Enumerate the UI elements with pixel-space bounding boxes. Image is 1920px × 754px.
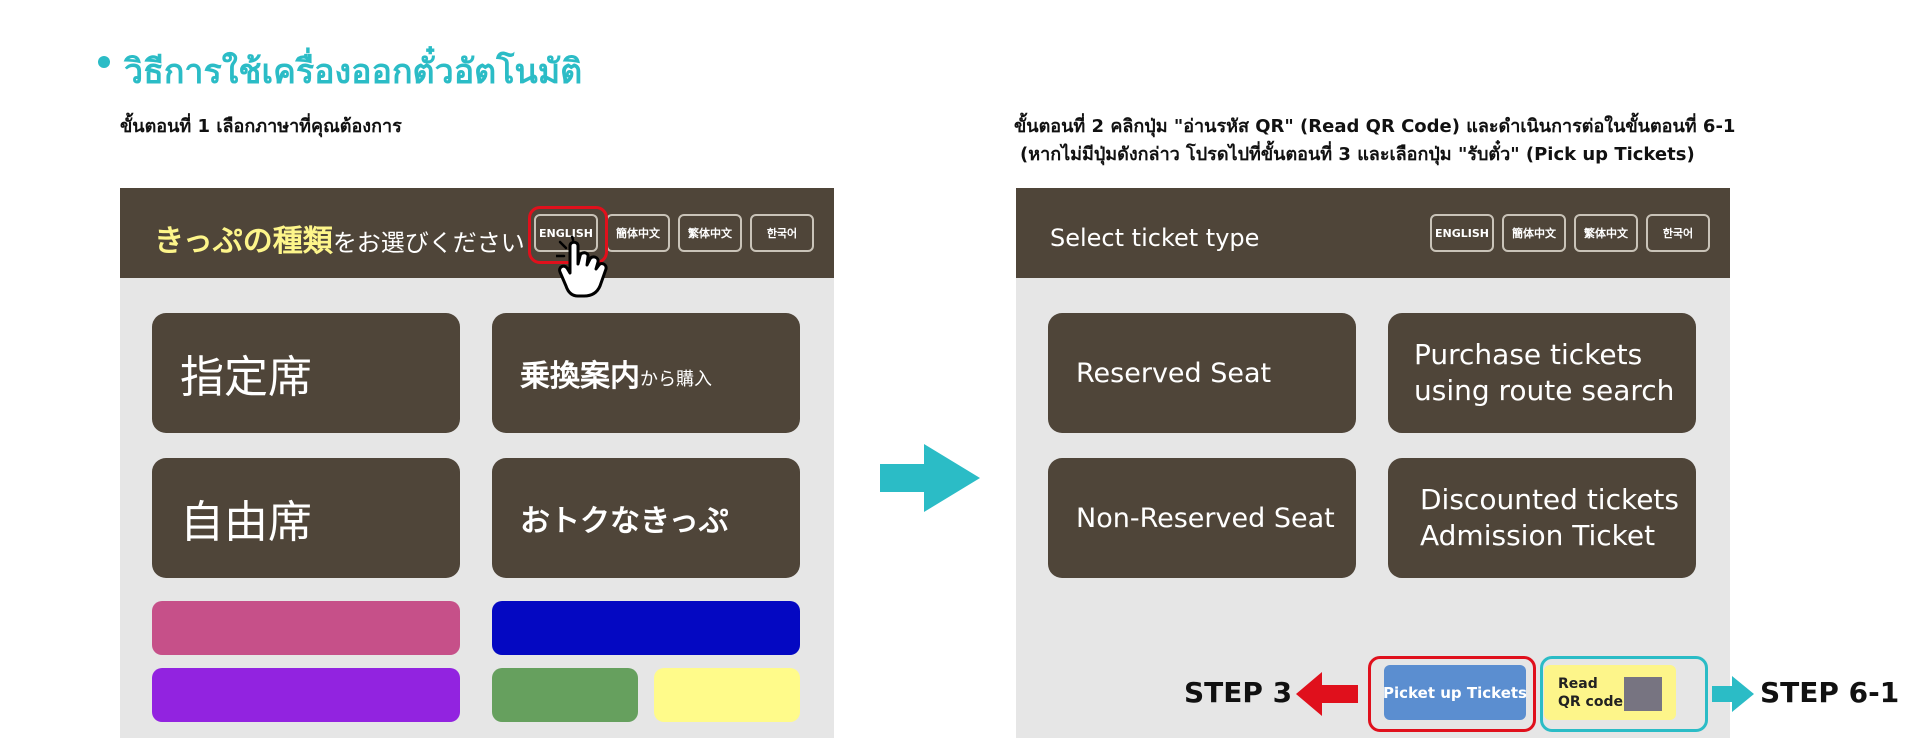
screen-title-main: きっぷの種類	[154, 224, 333, 259]
lang-button-english[interactable]: ENGLISH	[534, 214, 598, 252]
tile-label-suffix: から購入	[640, 369, 712, 390]
tile-discount-tickets[interactable]: おトクなきっぷ	[492, 458, 800, 578]
pick-up-tickets-button[interactable]: Picket up Tickets	[1383, 665, 1527, 720]
tile-label: Reserved Seat	[1076, 357, 1272, 389]
tile-label-line2: Admission Ticket	[1420, 519, 1656, 552]
tile-label: おトクなきっぷ	[520, 504, 729, 539]
lang-button-traditional-chinese[interactable]: 繁体中文	[678, 214, 742, 252]
tile-label: Non-Reserved Seat	[1076, 502, 1335, 534]
read-qr-label-line1: Read	[1558, 676, 1598, 692]
tile-reserved-seat[interactable]: Reserved Seat	[1048, 313, 1356, 433]
arrow-right-small-icon	[1712, 676, 1754, 712]
qr-code-icon	[1624, 677, 1662, 711]
blue-button[interactable]	[492, 601, 800, 655]
tile-label-main: 乗換案内	[520, 359, 640, 394]
tile-purchase-route-search[interactable]: Purchase tickets using route search	[1388, 313, 1696, 433]
page-title: วิธีการใช้เครื่องออกตั๋วอัตโนมัติ	[124, 52, 583, 92]
tile-route-search[interactable]: 乗換案内から購入	[492, 313, 800, 433]
left-kiosk-screen: きっぷの種類をお選びください ENGLISH 簡体中文 繁体中文 한국어 指定席…	[120, 188, 834, 738]
lang-button-korean[interactable]: 한국어	[1646, 214, 1710, 252]
tile-label-line1: Purchase tickets	[1414, 338, 1643, 371]
tile-non-reserved-seat[interactable]: 自由席	[152, 458, 460, 578]
step1-caption: ขั้นตอนที่ 1 เลือกภาษาที่คุณต้องการ	[120, 116, 402, 137]
read-qr-label-line2: QR code	[1558, 694, 1623, 710]
step2-caption-line2: (หากไม่มีปุ่มดังกล่าว โปรดไปที่ขั้นตอนที…	[1020, 144, 1695, 165]
step2-caption-line1: ขั้นตอนที่ 2 คลิกปุ่ม "อ่านรหัส QR" (Rea…	[1014, 116, 1736, 137]
lang-button-traditional-chinese[interactable]: 繁体中文	[1574, 214, 1638, 252]
screen-title: きっぷの種類をお選びください	[154, 216, 525, 260]
heading-bullet	[98, 56, 110, 68]
arrow-left-icon	[1296, 672, 1358, 716]
green-button[interactable]	[492, 668, 638, 722]
hand-cursor-icon	[556, 236, 608, 298]
screen-header: きっぷの種類をお選びください ENGLISH 簡体中文 繁体中文 한국어	[120, 188, 834, 278]
screen-title-suffix: をお選びください	[332, 229, 525, 257]
screen-header: Select ticket type ENGLISH 簡体中文 繁体中文 한국어	[1016, 188, 1730, 278]
tile-label-line2: using route search	[1414, 374, 1675, 407]
tile-non-reserved-seat[interactable]: Non-Reserved Seat	[1048, 458, 1356, 578]
lang-button-simplified-chinese[interactable]: 簡体中文	[1502, 214, 1566, 252]
step3-label: STEP 3	[1184, 676, 1293, 709]
english-highlight-outline	[528, 206, 608, 264]
tile-label: 自由席	[180, 497, 312, 548]
tile-label-line1: Discounted tickets	[1420, 483, 1679, 516]
lang-button-korean[interactable]: 한국어	[750, 214, 814, 252]
read-qr-code-button[interactable]: Read QR code	[1544, 665, 1676, 720]
tile-discounted-tickets[interactable]: Discounted tickets Admission Ticket	[1388, 458, 1696, 578]
tile-reserved-seat[interactable]: 指定席	[152, 313, 460, 433]
yellow-button[interactable]	[654, 668, 800, 722]
pick-up-tickets-highlight-outline	[1368, 656, 1536, 732]
read-qr-highlight-outline	[1540, 656, 1708, 732]
purple-button[interactable]	[152, 668, 460, 722]
pink-button[interactable]	[152, 601, 460, 655]
lang-button-english[interactable]: ENGLISH	[1430, 214, 1494, 252]
step6-1-label: STEP 6-1	[1760, 676, 1900, 709]
arrow-right-icon	[880, 444, 980, 512]
right-kiosk-screen: Select ticket type ENGLISH 簡体中文 繁体中文 한국어…	[1016, 188, 1730, 738]
screen-title: Select ticket type	[1050, 224, 1260, 252]
tile-label: 指定席	[180, 352, 312, 403]
